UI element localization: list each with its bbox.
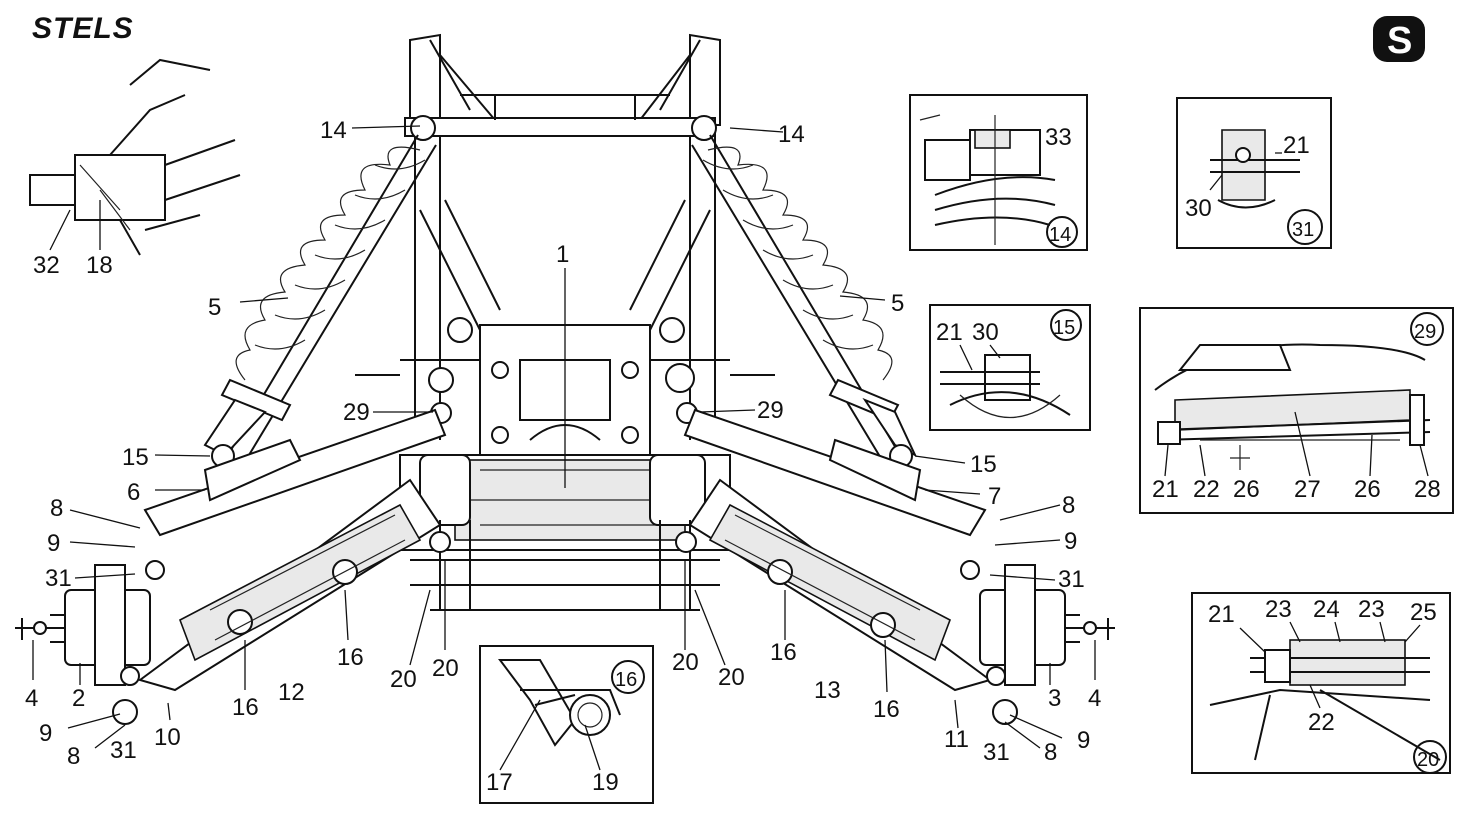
label-31-d: 31 xyxy=(983,739,1010,766)
label-10: 10 xyxy=(154,724,181,751)
label-20-d: 20 xyxy=(718,664,745,691)
stels-logo: STELS xyxy=(32,12,134,45)
inset-20-part-24: 24 xyxy=(1313,596,1340,623)
inset-16-part-17: 17 xyxy=(486,769,513,796)
inset-15-part-21: 21 xyxy=(936,319,963,346)
label-9-d: 9 xyxy=(1077,727,1090,754)
label-13: 13 xyxy=(814,677,841,704)
inset-20-part-22: 22 xyxy=(1308,709,1335,736)
inset-14-badge: 14 xyxy=(1049,224,1071,246)
label-16-b: 16 xyxy=(337,644,364,671)
label-20-a: 20 xyxy=(390,666,417,693)
label-9-c: 9 xyxy=(39,720,52,747)
label-7: 7 xyxy=(988,483,1001,510)
label-9-a: 9 xyxy=(47,530,60,557)
label-16-a: 16 xyxy=(232,694,259,721)
label-29-left: 29 xyxy=(343,399,370,426)
label-4-right: 4 xyxy=(1088,685,1101,712)
inset-31-part-21: 21 xyxy=(1283,132,1310,159)
hub-detail-drawing xyxy=(29,58,241,256)
inset-20: 21 23 24 23 25 22 20 xyxy=(1191,592,1451,774)
left-lower-arm xyxy=(137,478,442,692)
left-hub xyxy=(15,560,165,725)
inset-20-part-23a: 23 xyxy=(1265,596,1292,623)
label-20-b: 20 xyxy=(432,655,459,682)
inset-29-part-26a: 26 xyxy=(1233,476,1260,503)
right-hub xyxy=(960,560,1115,725)
inset-15: 21 30 15 xyxy=(929,304,1091,431)
label-31-b: 31 xyxy=(1058,566,1085,593)
right-shock-absorber xyxy=(691,134,918,468)
label-15-right: 15 xyxy=(970,451,997,478)
label-6: 6 xyxy=(127,479,140,506)
inset-29-badge: 29 xyxy=(1414,321,1436,343)
leader-lines xyxy=(32,125,1096,749)
inset-31-part-30: 30 xyxy=(1185,195,1212,222)
label-5-left: 5 xyxy=(208,294,221,321)
inset-14: 33 14 xyxy=(909,94,1088,251)
label-8-a: 8 xyxy=(50,495,63,522)
label-3: 3 xyxy=(1048,685,1061,712)
label-31-c: 31 xyxy=(110,737,137,764)
inset-29-part-27: 27 xyxy=(1294,476,1321,503)
inset-20-part-25: 25 xyxy=(1410,599,1437,626)
label-29-right: 29 xyxy=(757,397,784,424)
label-5-right: 5 xyxy=(891,290,904,317)
inset-14-part-33: 33 xyxy=(1045,124,1072,151)
label-18: 18 xyxy=(86,252,113,279)
label-8-d: 8 xyxy=(1044,739,1057,766)
label-9-b: 9 xyxy=(1064,528,1077,555)
label-8-c: 8 xyxy=(67,743,80,770)
label-14-left: 14 xyxy=(320,117,347,144)
inset-20-part-21: 21 xyxy=(1208,601,1235,628)
label-1: 1 xyxy=(556,241,569,268)
inset-20-part-23b: 23 xyxy=(1358,596,1385,623)
brand-badge-icon: S xyxy=(1373,16,1425,62)
left-shock-absorber xyxy=(203,134,437,468)
label-31-a: 31 xyxy=(45,565,72,592)
right-lower-arm xyxy=(688,478,993,692)
label-15-left: 15 xyxy=(122,444,149,471)
label-12: 12 xyxy=(278,679,305,706)
label-4-left: 4 xyxy=(25,685,38,712)
label-16-d: 16 xyxy=(873,696,900,723)
frame xyxy=(355,33,775,611)
left-upper-arm xyxy=(143,408,447,537)
inset-31-badge: 31 xyxy=(1292,219,1314,241)
inset-16-part-19: 19 xyxy=(592,769,619,796)
inset-29-part-21: 21 xyxy=(1152,476,1179,503)
inset-29-part-28: 28 xyxy=(1414,476,1441,503)
inset-16: 17 19 16 xyxy=(479,645,654,804)
inset-29-part-22: 22 xyxy=(1193,476,1220,503)
inset-31: 21 30 31 xyxy=(1176,97,1332,249)
inset-15-badge: 15 xyxy=(1053,317,1075,339)
right-upper-arm xyxy=(683,408,987,537)
label-8-b: 8 xyxy=(1062,492,1075,519)
label-2: 2 xyxy=(72,685,85,712)
inset-15-part-30: 30 xyxy=(972,319,999,346)
label-20-c: 20 xyxy=(672,649,699,676)
label-16-c: 16 xyxy=(770,639,797,666)
label-32: 32 xyxy=(33,252,60,279)
inset-29-part-26b: 26 xyxy=(1354,476,1381,503)
callout-labels: 1 2 3 4 4 5 5 6 7 8 8 8 8 9 9 9 9 10 11 … xyxy=(25,117,1101,770)
inset-20-badge: 20 xyxy=(1417,749,1439,771)
label-14-right: 14 xyxy=(778,121,805,148)
svg-text:S: S xyxy=(1387,20,1412,62)
inset-16-badge: 16 xyxy=(615,669,637,691)
inset-29: 21 22 26 27 26 28 29 xyxy=(1139,307,1454,514)
label-11: 11 xyxy=(944,726,969,753)
